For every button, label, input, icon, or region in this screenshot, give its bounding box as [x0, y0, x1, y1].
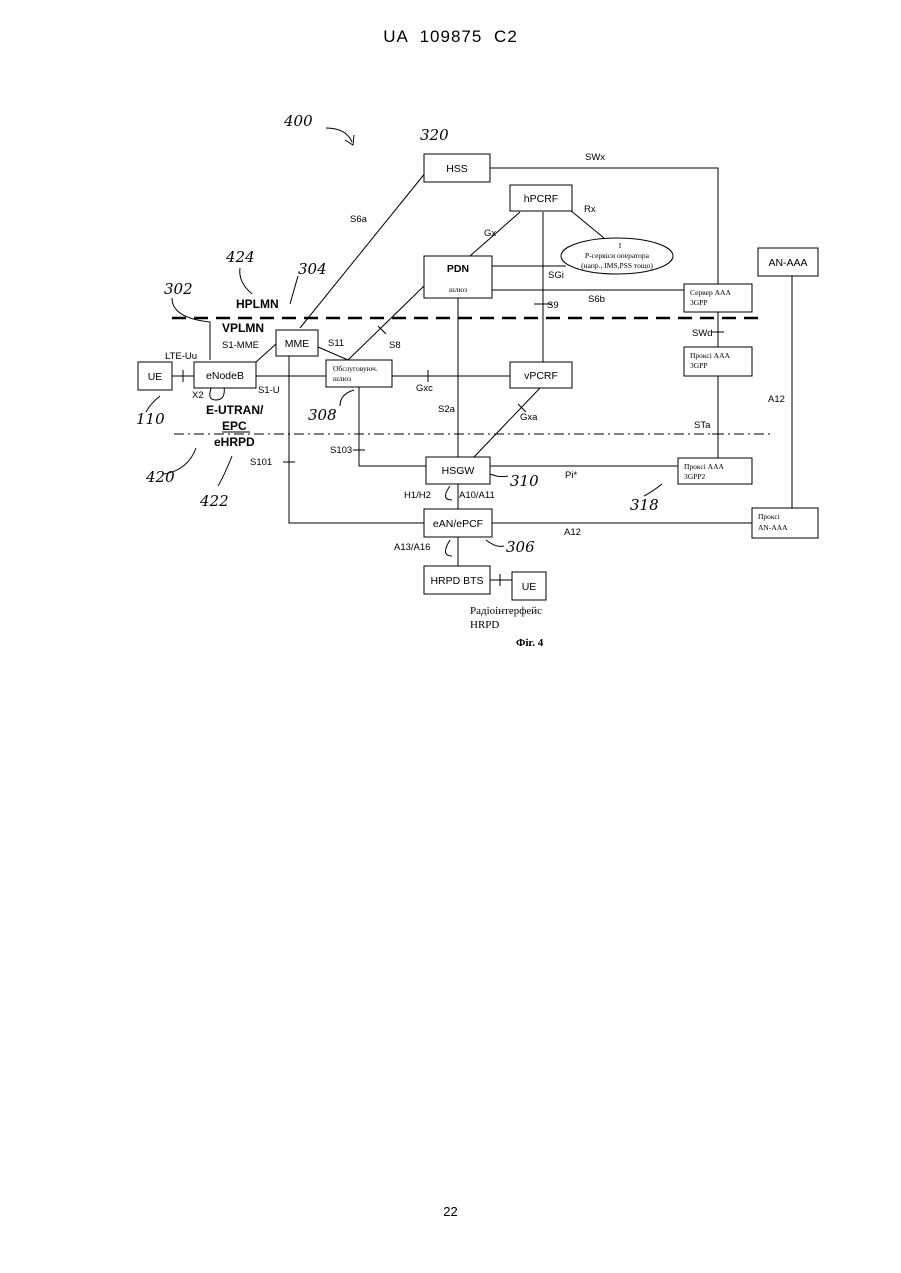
- svg-text:шлюз: шлюз: [449, 285, 467, 294]
- label-x2: X2: [192, 390, 204, 401]
- label-gxc: Gxc: [416, 383, 433, 394]
- hsgw-node: HSGW: [426, 457, 490, 484]
- label-rx: Rx: [584, 204, 596, 215]
- reference-numerals: 400 320 424 304 302 110 308 420 422 310 …: [136, 112, 659, 556]
- hpcrf-node: hPCRF: [510, 185, 572, 211]
- page-number: 22: [0, 1204, 901, 1219]
- svg-text:3GPP: 3GPP: [690, 361, 708, 370]
- svg-text:3GPP2: 3GPP2: [684, 472, 706, 481]
- ref-306: 306: [506, 538, 535, 556]
- label-hplmn: HPLMN: [236, 297, 279, 311]
- s8-line: [348, 286, 424, 360]
- ue-lte-node: UE: [138, 362, 172, 390]
- label-swd: SWd: [692, 328, 713, 339]
- ref-320: 320: [420, 126, 449, 144]
- label-epc: EPC: [222, 419, 247, 433]
- svg-text:UE: UE: [148, 371, 163, 383]
- svg-text:UE: UE: [522, 581, 537, 593]
- svg-text:hPCRF: hPCRF: [524, 193, 558, 205]
- label-s101: S101: [250, 457, 272, 468]
- ip-services-node: I P-сервіси оператора (напр., IMS,PSS то…: [561, 238, 673, 274]
- ref-110: 110: [136, 410, 165, 428]
- ref-400: 400: [283, 112, 313, 130]
- vpcrf-node: vPCRF: [510, 362, 572, 388]
- svg-text:PDN: PDN: [447, 263, 469, 275]
- label-s1-u: S1-U: [258, 385, 280, 396]
- label-lte-uu: LTE-Uu: [165, 351, 197, 362]
- s1-mme-line: [256, 344, 276, 362]
- ean-epcf-node: eAN/ePCF: [424, 509, 492, 537]
- air-interface-caption-line2: HRPD: [470, 619, 499, 631]
- label-s1-mme: S1-MME: [222, 340, 259, 351]
- svg-text:(напр., IMS,PSS тощо): (напр., IMS,PSS тощо): [581, 261, 653, 270]
- svg-text:eNodeB: eNodeB: [206, 370, 244, 382]
- aaa-proxy-3gpp2-node: Проксі ААА 3GPP2: [678, 458, 752, 484]
- label-gx: Gx: [484, 228, 496, 239]
- mme-node: MME: [276, 330, 318, 356]
- label-sta: STa: [694, 420, 711, 431]
- ref-424: 424: [225, 248, 255, 266]
- label-vplmn: VPLMN: [222, 321, 264, 335]
- svg-text:Проксі ААА: Проксі ААА: [684, 462, 724, 471]
- aaa-server-3gpp-node: Сервер ААА 3GPP: [684, 284, 752, 312]
- label-a12-bottom: A12: [564, 527, 581, 538]
- an-aaa-proxy-node: Проксі AN-AAA: [752, 508, 818, 538]
- enodeb-node: eNodeB: [194, 362, 256, 388]
- svg-text:AN-AAA: AN-AAA: [768, 257, 807, 269]
- label-s11: S11: [328, 338, 344, 349]
- label-eutran: E-UTRAN/: [206, 403, 264, 417]
- label-s6b: S6b: [588, 294, 605, 305]
- ref-422: 422: [199, 492, 229, 510]
- label-s8: S8: [389, 340, 401, 351]
- label-swx: SWx: [585, 152, 605, 163]
- ref-308: 308: [308, 406, 337, 424]
- aaa-proxy-3gpp-node: Проксі ААА 3GPP: [684, 347, 752, 376]
- svg-text:Проксі: Проксі: [758, 512, 780, 521]
- an-aaa-node: AN-AAA: [758, 248, 818, 276]
- label-h1-h2: H1/H2: [404, 490, 431, 501]
- label-s2a: S2a: [438, 404, 456, 415]
- hss-node: HSS: [424, 154, 490, 182]
- svg-text:MME: MME: [285, 338, 310, 350]
- label-pi: Pi*: [565, 470, 577, 481]
- label-s103: S103: [330, 445, 352, 456]
- label-a12-right: A12: [768, 394, 785, 405]
- label-a10-a11: A10/A11: [459, 490, 495, 501]
- svg-text:Сервер ААА: Сервер ААА: [690, 288, 731, 297]
- ref-420: 420: [145, 468, 175, 486]
- figure-caption: Фіг. 4: [516, 637, 544, 649]
- pdn-gateway-node: PDN шлюз: [424, 256, 492, 298]
- ref-310: 310: [510, 472, 539, 490]
- ref-304: 304: [298, 260, 327, 278]
- svg-text:vPCRF: vPCRF: [524, 370, 558, 382]
- label-gxa: Gxa: [520, 412, 538, 423]
- ue-hrpd-node: UE: [512, 572, 546, 600]
- svg-text:P-сервіси оператора: P-сервіси оператора: [585, 251, 650, 260]
- ref-400-arrow: [326, 128, 352, 142]
- network-architecture-diagram: HSS hPCRF I P-сервіси оператора (напр., …: [0, 0, 901, 700]
- svg-text:HRPD BTS: HRPD BTS: [430, 575, 483, 587]
- svg-text:AN-AAA: AN-AAA: [758, 523, 788, 532]
- ref-318: 318: [630, 496, 659, 514]
- serving-gateway-node: Обслуговуюч. шлюз: [326, 360, 392, 387]
- label-a13-a16: A13/A16: [394, 542, 430, 553]
- svg-text:eAN/ePCF: eAN/ePCF: [433, 518, 483, 530]
- label-sgi: SGi: [548, 270, 564, 281]
- svg-text:шлюз: шлюз: [333, 374, 351, 383]
- label-ehrpd: eHRPD: [214, 435, 255, 449]
- svg-text:HSS: HSS: [446, 163, 468, 175]
- label-s9: S9: [547, 300, 559, 311]
- ref-302: 302: [164, 280, 193, 298]
- air-interface-caption-line1: Радіоінтерфейс: [470, 605, 542, 617]
- svg-text:HSGW: HSGW: [442, 465, 475, 477]
- hrpd-bts-node: HRPD BTS: [424, 566, 490, 594]
- s6a-line: [300, 172, 426, 328]
- s103-line: [359, 387, 426, 466]
- svg-text:Обслуговуюч.: Обслуговуюч.: [333, 364, 378, 373]
- label-s6a: S6a: [350, 214, 368, 225]
- svg-text:3GPP: 3GPP: [690, 298, 708, 307]
- svg-text:Проксі ААА: Проксі ААА: [690, 351, 730, 360]
